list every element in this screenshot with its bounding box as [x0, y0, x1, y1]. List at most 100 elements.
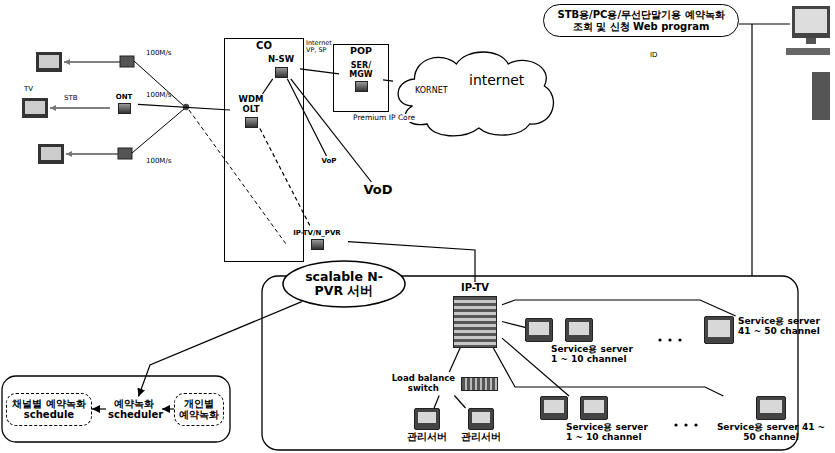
device-symbol [311, 239, 324, 250]
ellipsis-dot [694, 423, 697, 426]
server-group: Service용 server 1 ~ 10 channel [540, 396, 652, 443]
node-text: internet [469, 72, 524, 88]
node-text: 관리서버 [461, 432, 501, 443]
server-icon [525, 318, 553, 342]
server-screen [544, 400, 564, 413]
node-text: Service용 server 41 ~ 50 channel [738, 316, 828, 337]
node-text: STB용/PC용/무선단말기용 예약녹화 조회 및 신청 Web program [554, 9, 728, 32]
ellipse-outline [283, 261, 405, 307]
node-text: 채널별 예약녹화 schedule [11, 398, 87, 421]
gateway-device: SER/ MGW [339, 60, 383, 93]
ellipsis-dot [674, 423, 677, 426]
pvr-device: IP-TV/N_PVR [286, 228, 348, 251]
device-symbol [118, 103, 131, 114]
tv-set [22, 98, 48, 118]
connector [92, 408, 106, 409]
server-screen [529, 322, 549, 335]
server-screen [760, 400, 782, 413]
connector [454, 396, 465, 409]
node-text: Load balance switch [390, 374, 457, 394]
device-symbol [275, 67, 288, 78]
server-icon [468, 408, 494, 430]
server-screen [569, 322, 589, 335]
connector [449, 348, 460, 373]
pop-box: POP SER/ MGW [333, 44, 389, 112]
ont-device [118, 148, 132, 159]
web-link [751, 24, 752, 276]
node-text: 관리서버 [407, 432, 447, 443]
server-icon [756, 396, 786, 420]
fiber-line [189, 110, 286, 244]
service-label: VoD [358, 182, 398, 199]
annotation-label: 100M/s [146, 92, 171, 100]
tv-set [36, 52, 62, 72]
ellipsis-dot [658, 338, 661, 341]
switch-symbol [461, 377, 498, 391]
annotation-label: TV [24, 86, 33, 94]
connector [502, 300, 736, 316]
ont-device [120, 56, 134, 67]
schedule-box: 채널별 예약녹화 schedule [6, 393, 92, 426]
node-text: WDM OLT [231, 95, 271, 115]
olt-device: WDM OLT [230, 94, 272, 129]
scheduler-panel [2, 376, 230, 442]
server-group: Service용 server 41 ~ 50 channel [704, 316, 830, 344]
connector [263, 79, 273, 94]
node-text: ONT [116, 93, 133, 101]
connector [502, 322, 525, 328]
web-program-box: STB용/PC용/무선단말기용 예약녹화 조회 및 신청 Web program [543, 4, 739, 37]
server-group: Service용 server 1 ~ 10 channel [525, 318, 637, 365]
management-server: 관리서버 [402, 408, 452, 443]
management-server: 관리서버 [456, 408, 506, 443]
ellipsis-dot [678, 338, 681, 341]
server-icon [704, 316, 734, 344]
iptv-rack: IP-TV [448, 282, 502, 348]
pc-tower [812, 72, 830, 120]
tv-screen [39, 55, 59, 68]
ellipsis-dot [684, 423, 687, 426]
server-icons [525, 318, 593, 342]
server-icon [565, 318, 593, 342]
tv-screen [41, 147, 61, 160]
wire-arrow [64, 59, 70, 65]
annotation-label: ID [650, 52, 657, 60]
annotation-label: Premium IP Core [352, 114, 416, 122]
scheduler-label: 예약녹화 scheduler [106, 397, 162, 422]
home-wire [50, 59, 120, 157]
web-link [739, 23, 790, 24]
home-wire [50, 108, 110, 109]
node-text: Service용 server 1 ~ 10 channel [551, 344, 637, 365]
server-icon [580, 396, 608, 420]
pc-screen [795, 9, 827, 33]
annotation-label: 100M/s [146, 158, 171, 166]
tv-set [38, 144, 64, 164]
node-text: IP-TV/N_PVR [293, 229, 341, 237]
node-text: VoP [318, 157, 340, 165]
pc-monitor [792, 6, 830, 38]
co-box: CO WDM OLT N-SW [224, 38, 304, 262]
node-text: CO [225, 39, 303, 52]
server-screen [418, 412, 436, 423]
node-text: 예약녹화 scheduler [108, 398, 160, 421]
fiber-line [134, 61, 184, 106]
node-text: SER/ MGW [340, 61, 382, 79]
node-text: POP [334, 45, 388, 57]
connector [291, 79, 372, 182]
node-text: N-SW [268, 55, 294, 65]
home-wire [64, 62, 120, 63]
server-icon [414, 408, 440, 430]
node-text: Service용 server 41 ~ 50 channel [715, 422, 827, 443]
tv-screen [25, 101, 45, 114]
annotation-label: Internet VP, SP [306, 40, 331, 54]
connector [139, 302, 302, 397]
connector [434, 396, 439, 409]
node-text: scalable N-PVR 서버 [304, 270, 384, 299]
service-label: VoP [316, 156, 342, 166]
load-balance-switch: Load balance switch [388, 372, 500, 396]
pc-illustration [786, 6, 830, 120]
connector [383, 80, 393, 81]
server-icon [540, 396, 568, 420]
server-screen [708, 320, 730, 337]
node-text: IP-TV [461, 282, 489, 294]
node-text: KORNET [415, 86, 448, 95]
